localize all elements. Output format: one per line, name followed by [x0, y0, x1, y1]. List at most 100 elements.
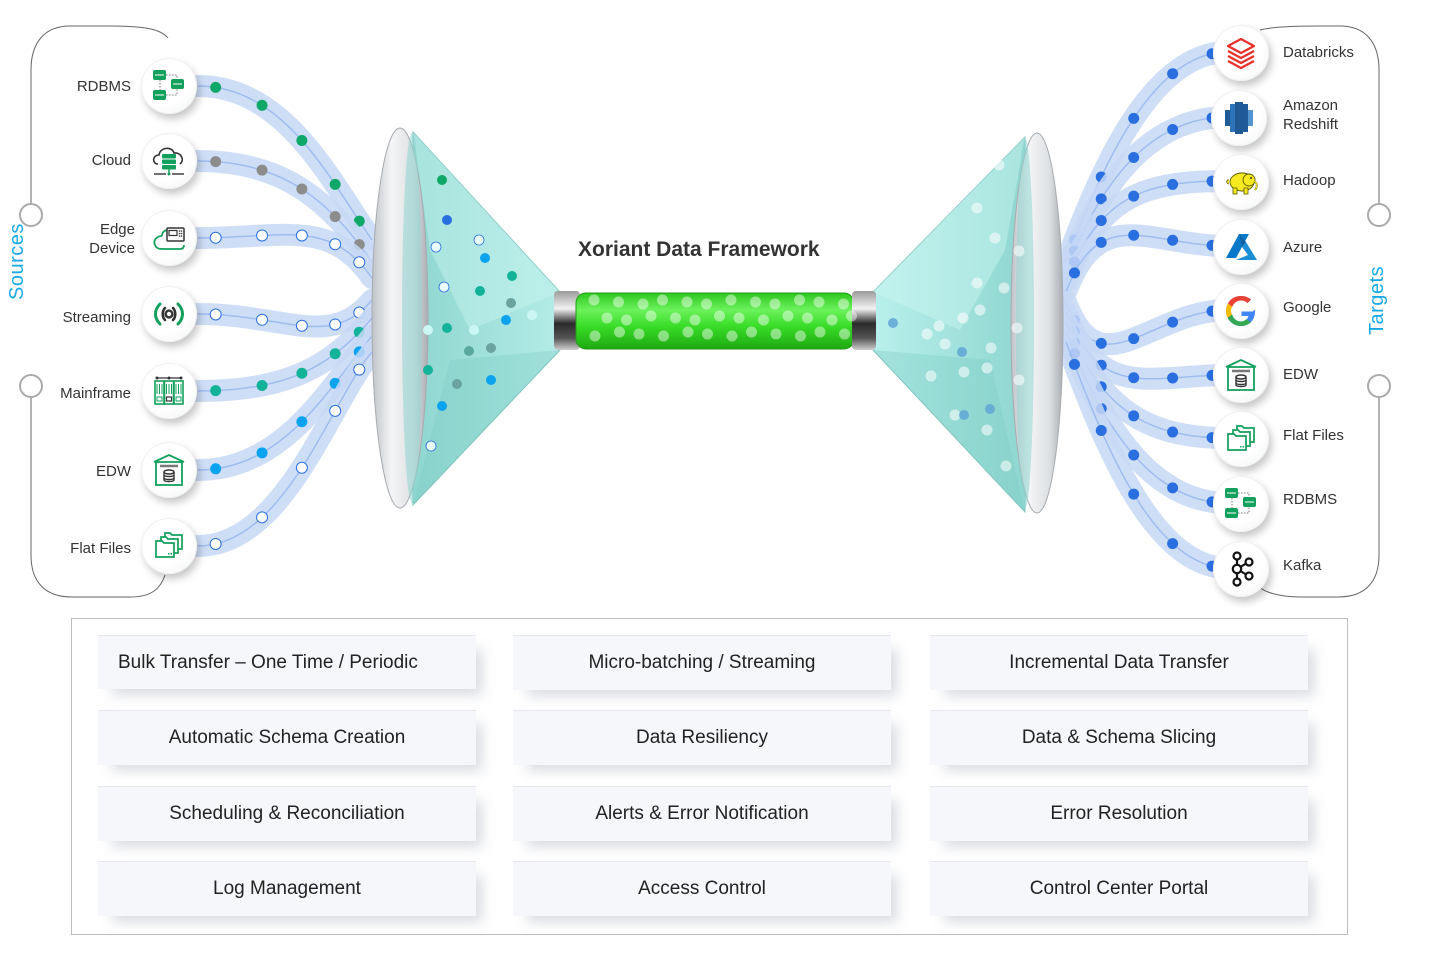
funnel-particle	[425, 440, 437, 452]
funnel-particle	[957, 347, 967, 357]
source-node-mainframe[interactable]	[141, 363, 197, 419]
funnel-particle	[475, 286, 485, 296]
target-node-edw[interactable]	[1213, 347, 1269, 403]
target-label: Kafka	[1283, 557, 1322, 574]
funnel-particle	[888, 318, 898, 328]
source-label: Streaming	[62, 309, 131, 326]
source-node-flat-files[interactable]	[141, 518, 197, 574]
data-packet-dot	[1167, 123, 1179, 135]
funnel-particle	[507, 271, 517, 281]
data-packet-dot	[329, 318, 342, 331]
funnel-particle	[506, 298, 516, 308]
data-packet-dot	[1128, 152, 1140, 164]
pipe-particle	[689, 314, 701, 326]
funnel-particle	[486, 343, 496, 353]
data-packet-dot	[210, 463, 222, 475]
data-packet-dot	[296, 135, 308, 146]
funnel-particle	[939, 338, 951, 350]
funnel-particle	[464, 346, 474, 356]
data-packet-dot	[1095, 236, 1107, 248]
funnel-particle	[933, 320, 945, 332]
funnel-particle	[430, 241, 442, 253]
data-packet-dot	[256, 164, 268, 176]
features-panel: Bulk Transfer – One Time / Periodic Micr…	[71, 618, 1348, 935]
folders-icon	[1227, 425, 1255, 451]
feature-tile: Scheduling & Reconciliation	[98, 786, 476, 841]
source-label: Cloud	[91, 152, 131, 169]
target-label: Flat Files	[1283, 427, 1344, 444]
target-node-kafka[interactable]	[1213, 541, 1269, 597]
data-packet-dot	[1128, 229, 1140, 241]
funnel-particle	[985, 404, 995, 414]
target-node-hadoop[interactable]	[1213, 154, 1269, 210]
source-node-rdbms[interactable]	[141, 58, 197, 114]
target-node-google[interactable]	[1213, 283, 1269, 339]
data-packet-dot	[295, 319, 308, 332]
funnel-particle	[989, 232, 1001, 244]
data-packet-dot	[1167, 68, 1179, 80]
data-packet-dot	[353, 215, 365, 227]
pipe-particle	[802, 312, 813, 324]
funnel-particle	[1013, 374, 1025, 386]
data-packet-dot	[1128, 112, 1140, 124]
pipe-particle	[826, 314, 838, 326]
feature-tile: Alerts & Error Notification	[513, 786, 891, 841]
data-packet-dot	[1068, 358, 1080, 370]
databricks-icon	[1226, 37, 1256, 70]
data-packet-dot	[329, 348, 341, 360]
data-packet-dot	[329, 211, 341, 223]
target-node-azure[interactable]	[1213, 219, 1269, 275]
target-label: Databricks	[1283, 44, 1354, 61]
funnel-particle	[981, 362, 993, 374]
feature-tile: Data & Schema Slicing	[930, 710, 1308, 765]
folders-icon	[155, 532, 183, 558]
target-stream	[1055, 224, 1239, 303]
pipe-particle	[733, 312, 745, 324]
targets-connector-bottom	[1367, 374, 1391, 398]
funnel-particle	[985, 342, 997, 354]
funnel-particle	[925, 370, 937, 382]
source-node-streaming[interactable]	[141, 286, 197, 342]
feature-tile: Automatic Schema Creation	[98, 710, 476, 765]
funnel-particle	[981, 424, 993, 436]
target-node-rdbms[interactable]	[1213, 476, 1269, 532]
pipe-particle	[846, 310, 857, 322]
data-packet-dot	[329, 238, 342, 251]
feature-tile: Bulk Transfer – One Time / Periodic	[98, 635, 476, 689]
source-label: RDBMS	[76, 78, 131, 95]
framework-title: Xoriant Data Framework	[578, 238, 820, 261]
pipe-particle	[794, 294, 805, 306]
funnel-particle	[438, 281, 450, 293]
targets-connector-top	[1367, 203, 1391, 227]
funnel-particle	[469, 325, 479, 335]
source-node-edw[interactable]	[141, 442, 197, 498]
pipe-particle	[637, 298, 649, 310]
funnel-particle	[958, 366, 970, 378]
data-packet-dot	[256, 380, 268, 392]
pipe-particle	[758, 314, 769, 326]
target-stream-line	[1065, 341, 1229, 569]
feature-tile: Data Resiliency	[513, 710, 891, 765]
data-packet-dot	[256, 229, 269, 242]
data-packet-dot	[1128, 449, 1140, 461]
data-packet-dot	[210, 81, 222, 93]
target-node-flat-files[interactable]	[1213, 411, 1269, 467]
funnel-particle	[442, 323, 452, 333]
funnel-particle	[423, 365, 433, 375]
pipe-particle	[621, 314, 632, 326]
data-packet-dot	[1128, 333, 1140, 345]
pipe-particle	[670, 312, 681, 324]
data-packet-dot	[209, 308, 222, 321]
source-node-edge-device[interactable]	[141, 210, 197, 266]
source-node-cloud[interactable]	[141, 133, 197, 189]
pipe-particle	[702, 328, 713, 340]
target-node-databricks[interactable]	[1213, 25, 1269, 81]
target-node-amazon-redshift[interactable]	[1211, 90, 1267, 146]
data-packet-dot	[1095, 214, 1107, 226]
pipe-particle	[645, 310, 657, 322]
data-packet-dot	[1167, 372, 1179, 384]
feature-tile: Log Management	[98, 861, 476, 916]
ingest-funnel	[371, 127, 561, 509]
redshift-icon	[1225, 102, 1253, 134]
